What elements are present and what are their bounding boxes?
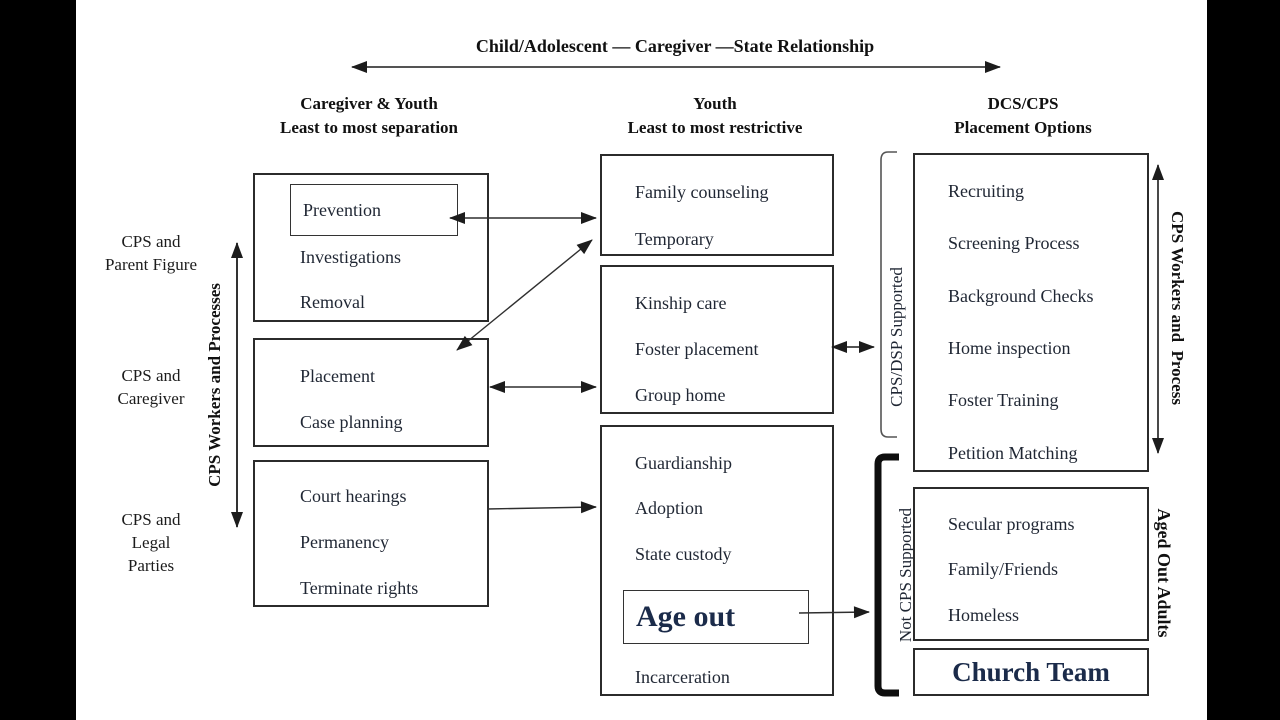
box-item-court-hearings: Court hearings <box>300 486 407 506</box>
box-item-homeless: Homeless <box>948 605 1019 625</box>
box-item-home-inspection: Home inspection <box>948 338 1071 358</box>
box-item-family-counseling: Family counseling <box>635 182 769 202</box>
youth-box-3: Guardianship Adoption State custody Age … <box>600 425 834 696</box>
box-item-secular-programs: Secular programs <box>948 514 1075 534</box>
row-label-cps-legal-parties: CPS and Legal Parties <box>121 510 181 575</box>
box-item-removal: Removal <box>300 292 365 312</box>
box-item-investigations: Investigations <box>300 247 401 267</box>
box-item-screening-process: Screening Process <box>948 233 1080 253</box>
placement-options-box-1: Recruiting Screening Process Background … <box>913 153 1149 472</box>
caregiver-process-box-2: Placement Case planning <box>253 338 489 447</box>
church-team-box: Church Team <box>913 648 1149 696</box>
box-item-church-team: Church Team <box>952 656 1110 687</box>
box-item-family-friends: Family/Friends <box>948 559 1059 579</box>
box-item-group-home: Group home <box>635 385 726 405</box>
column-header-line1: Youth <box>693 94 737 113</box>
box-item-adoption: Adoption <box>635 498 704 518</box>
column-header-dcs-cps: DCS/CPS Placement Options <box>900 92 1146 140</box>
column-header-line1: Caregiver & Youth <box>300 94 438 113</box>
column-header-line2: Placement Options <box>954 118 1092 137</box>
caregiver-process-box-3: Court hearings Permanency Terminate righ… <box>253 460 489 607</box>
column-header-line2: Least to most separation <box>279 118 458 137</box>
prevention-highlight-box: Prevention <box>290 184 458 236</box>
box-item-prevention: Prevention <box>303 200 381 220</box>
diagram-title: Child/Adolescent — Caregiver —State Rela… <box>475 36 875 56</box>
box-item-petition-matching: Petition Matching <box>948 443 1078 463</box>
box-item-recruiting: Recruiting <box>948 181 1024 201</box>
box-item-foster-placement: Foster placement <box>635 339 759 359</box>
box-item-kinship-care: Kinship care <box>635 293 727 313</box>
row-label-cps-caregiver: CPS and Caregiver <box>117 366 185 408</box>
left-axis-label: CPS Workers and Processes <box>205 283 224 487</box>
column-header-line1: DCS/CPS <box>987 94 1059 113</box>
box-item-placement: Placement <box>300 366 375 386</box>
youth-box-2: Kinship care Foster placement Group home <box>600 265 834 414</box>
box-item-permanency: Permanency <box>300 532 389 552</box>
column-header-youth: Youth Least to most restrictive <box>600 92 830 140</box>
column-header-caregiver-youth: Caregiver & Youth Least to most separati… <box>253 92 485 140</box>
cps-dsp-supported-label: CPS/DSP Supported <box>887 267 906 407</box>
box-item-incarceration: Incarceration <box>635 667 730 687</box>
box-item-guardianship: Guardianship <box>635 453 732 473</box>
box-item-foster-training: Foster Training <box>948 390 1059 410</box>
row-label-cps-parent-figure: CPS and Parent Figure <box>104 232 198 274</box>
box-item-terminate-rights: Terminate rights <box>300 578 419 598</box>
aged-out-adults-label: Aged Out Adults <box>1154 508 1175 638</box>
column-header-line2: Least to most restrictive <box>627 118 803 137</box>
caregiver-process-box-1: Prevention Investigations Removal <box>253 173 489 322</box>
box-item-background-checks: Background Checks <box>948 286 1094 306</box>
box-item-state-custody: State custody <box>635 544 732 564</box>
youth-box-1: Family counseling Temporary <box>600 154 834 256</box>
age-out-highlight-box: Age out <box>623 590 809 644</box>
right-axis-label: CPS Workers and Process <box>1168 211 1187 405</box>
placement-options-box-2: Secular programs Family/Friends Homeless <box>913 487 1149 641</box>
box-item-temporary: Temporary <box>635 229 714 249</box>
box-item-case-planning: Case planning <box>300 412 403 432</box>
box-item-age-out: Age out <box>636 600 736 633</box>
